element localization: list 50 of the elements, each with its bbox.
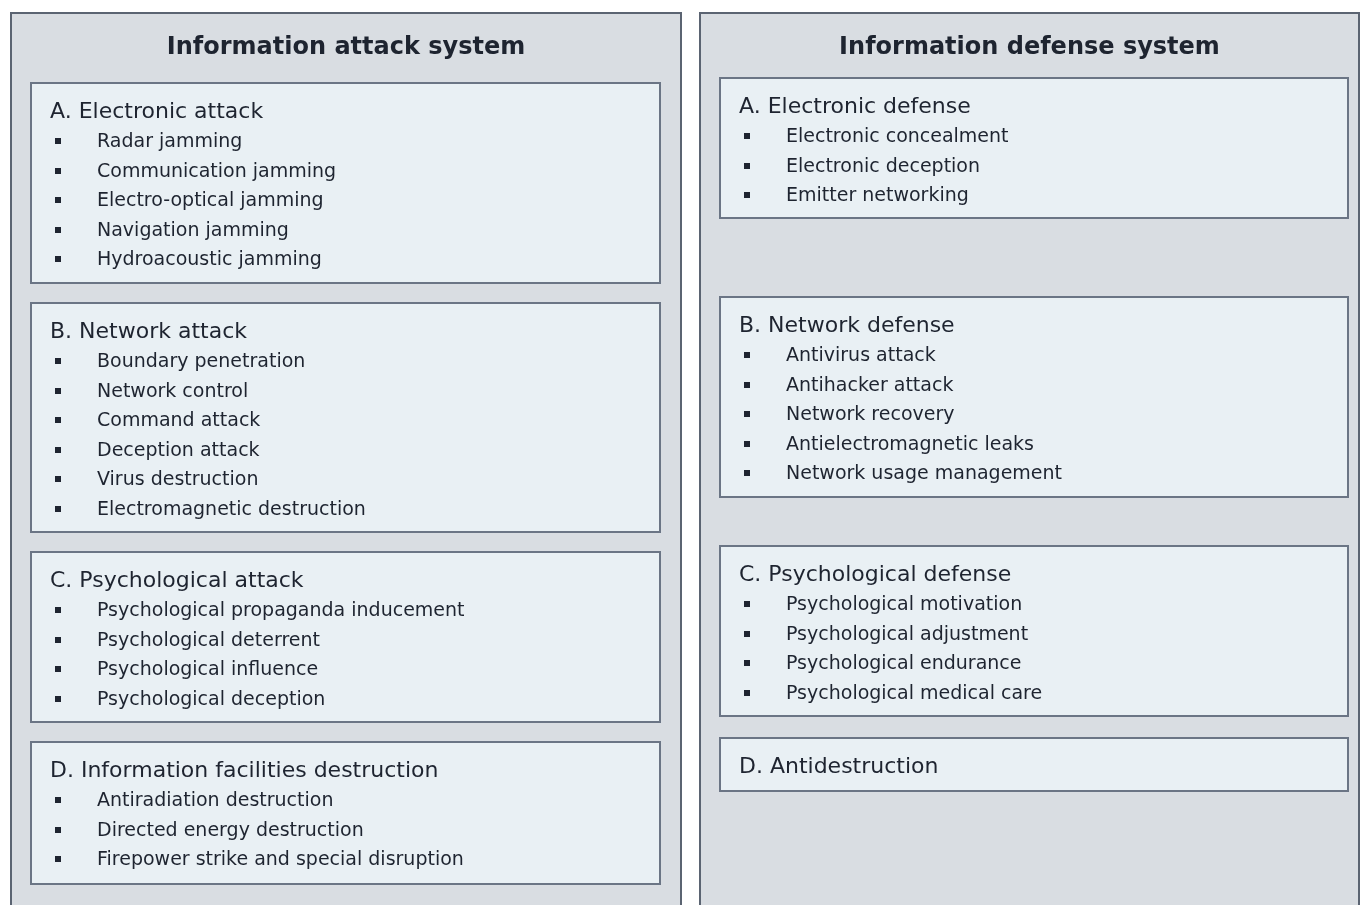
category-heading: C. Psychological attack <box>50 566 304 594</box>
list-item-text: Electronic deception <box>786 152 981 178</box>
category-heading: B. Network defense <box>739 311 955 339</box>
panel-title: Information attack system <box>165 32 527 60</box>
category-box <box>719 545 1349 717</box>
category-box <box>719 737 1349 792</box>
list-item-text: Psychological motivation <box>786 591 1023 616</box>
list-item-text: Directed energy destruction <box>97 816 364 842</box>
category-box <box>30 551 661 723</box>
list-item-text: Deception attack <box>97 436 260 462</box>
list-item-text: Psychological deception <box>97 685 326 711</box>
category-heading: D. Information facilities destruction <box>50 756 439 784</box>
list-item-text: Psychological endurance <box>786 650 1022 675</box>
category-heading: D. Antidestruction <box>739 752 939 780</box>
category-heading: C. Psychological defense <box>739 560 1012 588</box>
list-item-text: Network control <box>97 377 249 403</box>
list-item-text: Electronic concealment <box>786 123 1009 148</box>
list-item-text: Antihacker attack <box>786 371 954 397</box>
list-item-text: Antiradiation destruction <box>97 787 334 812</box>
category-box <box>30 302 661 533</box>
list-item-text: Boundary penetration <box>97 348 306 373</box>
list-item-text: Navigation jamming <box>97 216 289 242</box>
list-item-text: Psychological propaganda inducement <box>97 597 465 622</box>
list-item-text: Psychological adjustment <box>786 620 1029 646</box>
list-item-text: Psychological influence <box>97 656 319 681</box>
category-heading: B. Network attack <box>50 317 247 345</box>
category-box <box>719 77 1349 219</box>
list-item-text: Network recovery <box>786 401 955 426</box>
list-item-text: Emitter networking <box>786 182 969 207</box>
list-item-text: Hydroacoustic jamming <box>97 246 322 271</box>
category-box <box>30 82 661 284</box>
list-item-text: Antivirus attack <box>786 342 936 367</box>
list-item-text: Virus destruction <box>97 466 259 491</box>
list-item-text: Psychological medical care <box>786 679 1043 705</box>
list-item-text: Antielectromagnetic leaks <box>786 430 1034 456</box>
category-heading: A. Electronic defense <box>739 92 971 120</box>
group-panel <box>699 12 1360 905</box>
group-panel <box>10 12 682 905</box>
panel-title: Information defense system <box>838 32 1221 60</box>
list-item-text: Network usage management <box>786 460 1063 485</box>
category-box <box>719 296 1349 498</box>
list-item-text: Electro-optical jamming <box>97 187 324 212</box>
list-item-text: Psychological deterrent <box>97 626 320 652</box>
list-item-text: Command attack <box>97 407 261 432</box>
list-item-text: Firepower strike and special disruption <box>97 846 464 871</box>
list-item-text: Communication jamming <box>97 157 337 183</box>
list-item-text: Electromagnetic destruction <box>97 495 366 521</box>
category-box <box>30 741 661 885</box>
list-item-text: Radar jamming <box>97 128 243 153</box>
category-heading: A. Electronic attack <box>50 97 264 125</box>
